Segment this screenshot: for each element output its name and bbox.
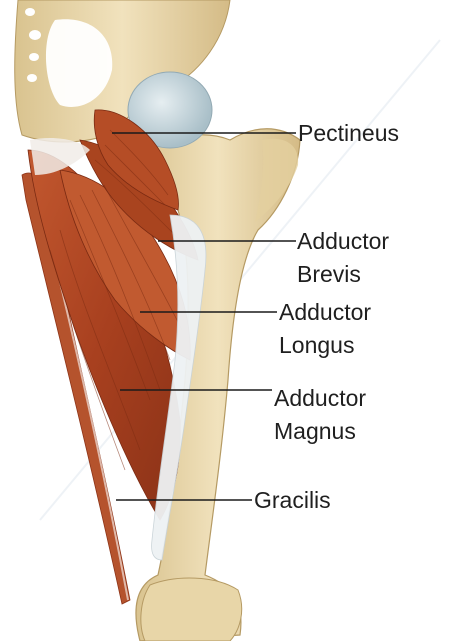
sacral-foramen [29, 30, 41, 40]
label-adductor-brevis: Adductor Brevis [297, 225, 389, 291]
label-adductor-longus: Adductor Longus [279, 296, 371, 362]
label-pectineus-text: Pectineus [298, 117, 399, 150]
sacral-foramen [25, 8, 35, 16]
label-adductor-magnus-line2: Magnus [274, 415, 366, 448]
label-gracilis-text: Gracilis [254, 484, 331, 517]
label-adductor-brevis-line1: Adductor [297, 225, 389, 258]
label-adductor-longus-line2: Longus [279, 329, 371, 362]
origin-tendon [30, 138, 90, 175]
femoral-condyles [141, 578, 242, 641]
label-adductor-longus-line1: Adductor [279, 296, 371, 329]
label-adductor-magnus: Adductor Magnus [274, 382, 366, 448]
label-adductor-brevis-line2: Brevis [297, 258, 389, 291]
label-adductor-magnus-line1: Adductor [274, 382, 366, 415]
label-pectineus: Pectineus [298, 117, 399, 150]
sacral-foramen [29, 53, 39, 61]
label-gracilis: Gracilis [254, 484, 331, 517]
sacral-foramen [27, 74, 37, 82]
